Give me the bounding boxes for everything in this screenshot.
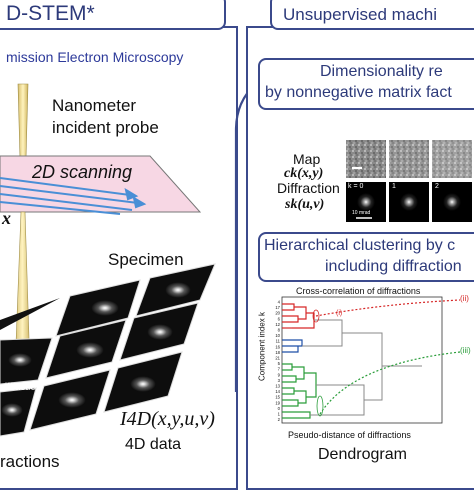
dendrogram-tick: 7 [278, 367, 281, 372]
dendrogram-tick: 5 [278, 361, 281, 366]
dendrogram-tick: 20 [275, 311, 280, 316]
axis-x-label: x [2, 208, 11, 228]
panel-index-1: 1 [392, 183, 396, 190]
marker-red-circle [312, 309, 320, 323]
map-label: Map [293, 151, 321, 167]
dendrogram-xlabel: Pseudo-distance of diffractions [288, 430, 411, 440]
cluster-line2: including diffraction [325, 258, 462, 275]
map-formula: ck(x,y) [284, 166, 324, 181]
left-subtitle: mission Electron Microscopy [6, 49, 184, 65]
cluster-blue [282, 339, 303, 353]
dendrogram-tick: 3 [278, 378, 281, 383]
scan-label: 2D scanning [32, 162, 133, 182]
nmf-box [258, 58, 474, 110]
probe-label-line1: Nanometer [52, 96, 137, 115]
pointer-lines [315, 299, 461, 415]
dendrogram-tick: 16 [275, 344, 280, 349]
cluster-red [282, 303, 315, 329]
right-title-box [270, 0, 474, 30]
marker-ii: (ii) [460, 294, 469, 303]
specimen-label: Specimen [108, 250, 184, 269]
grid-diffraction-label: iffraction [4, 382, 42, 393]
data-4d-label: 4D data [125, 436, 182, 453]
dendrogram-tick: 18 [275, 350, 280, 355]
dendrogram-tick: 19 [275, 400, 280, 405]
dendrogram-tick: 12 [275, 322, 280, 327]
dendrogram-frame [281, 296, 443, 424]
dendrogram-tick: 8 [278, 328, 281, 333]
diffraction-grid [0, 263, 216, 437]
right-title: Unsupervised machi [283, 5, 438, 24]
left-title-box [0, 0, 226, 30]
dendrogram-tick: 6 [278, 316, 281, 321]
dendrogram-tick: 10 [275, 333, 280, 338]
dendrogram-tick: 0 [278, 406, 281, 411]
cluster-gray [302, 319, 422, 416]
dendrogram-tick: 9 [278, 372, 281, 377]
bottom-diffractions-label: ractions [0, 452, 60, 471]
dendrogram-tick: 21 [275, 356, 280, 361]
dendrogram-caption: Dendrogram [318, 446, 407, 463]
map-thumb-1 [389, 140, 429, 178]
dendrogram-title: Cross-correlation of diffractions [296, 286, 421, 296]
nmf-thumbnails [346, 140, 472, 222]
diffraction-formula: sk(u,v) [285, 197, 325, 212]
diffraction-label: Diffraction [277, 180, 340, 196]
dendrogram-tick: 11 [276, 339, 281, 344]
specimen-plane [0, 155, 202, 213]
dendrogram-tick: 17 [275, 305, 280, 310]
marker-green-circle [316, 395, 324, 417]
dendrogram-ylabel: Component index k [257, 312, 267, 381]
left-title: D-STEM* [6, 2, 95, 25]
cluster-box [258, 232, 474, 282]
dendrogram-tick: 13 [275, 384, 280, 389]
formula-4d: I4D(x,y,u,v) [120, 408, 215, 431]
panel-index-2: 2 [435, 183, 439, 190]
panel-index-0: k = 0 [348, 183, 364, 190]
dendrogram-tick: 4 [278, 300, 281, 305]
marker-iii: (iii) [460, 346, 471, 355]
scale-bar-label: 10 mrad [352, 210, 371, 216]
nmf-line1: Dimensionality re [320, 63, 443, 80]
map-thumb-2 [432, 140, 472, 178]
nmf-line2: by nonnegative matrix fact [265, 84, 452, 101]
stem-illustration [0, 83, 216, 437]
dendrogram-tick: 15 [275, 395, 280, 400]
cluster-line1: Hierarchical clustering by c [264, 237, 456, 254]
cluster-green [282, 363, 317, 419]
dendrogram-tick: 14 [275, 389, 280, 394]
formula-text: I4D(x,y,u,v) [120, 408, 215, 430]
dendrogram-tick: 2 [278, 417, 281, 422]
probe-label-line2: incident probe [52, 118, 159, 137]
dendrogram-tick: 1 [278, 412, 281, 417]
marker-i: (i) [336, 310, 343, 317]
map-thumb-0 [346, 140, 386, 178]
scan-arrows [0, 177, 147, 215]
